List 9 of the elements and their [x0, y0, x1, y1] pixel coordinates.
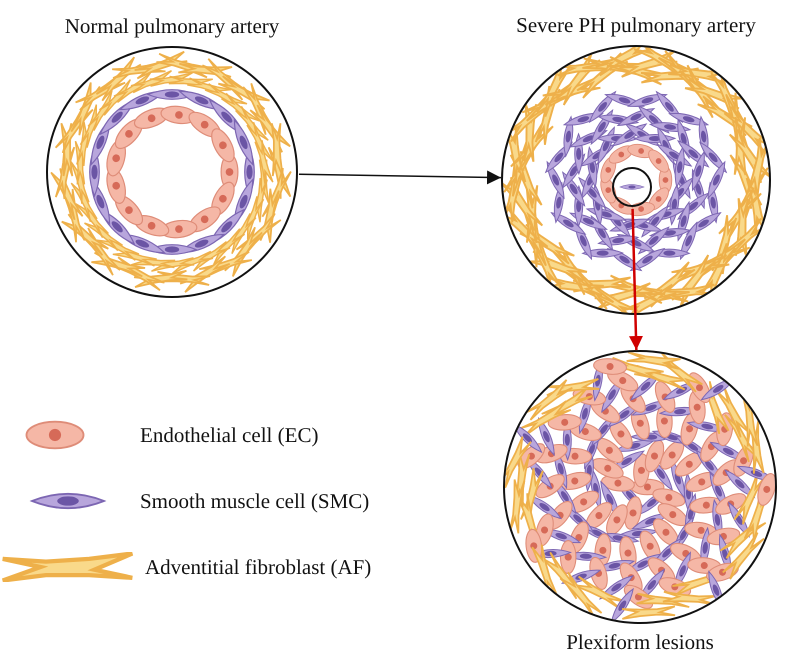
inset-circle: [612, 167, 652, 207]
arrow: [628, 208, 643, 350]
heading: Severe PH pulmonary artery: [516, 12, 756, 38]
heading: Normal pulmonary artery: [64, 13, 280, 39]
arrow: [298, 170, 502, 184]
heading: Plexiform lesions: [566, 629, 714, 650]
legend-label: Smooth muscle cell (SMC): [140, 488, 370, 514]
legend-label: Endothelial cell (EC): [140, 422, 318, 448]
legend-label: Adventitial fibroblast (AF): [145, 554, 372, 580]
